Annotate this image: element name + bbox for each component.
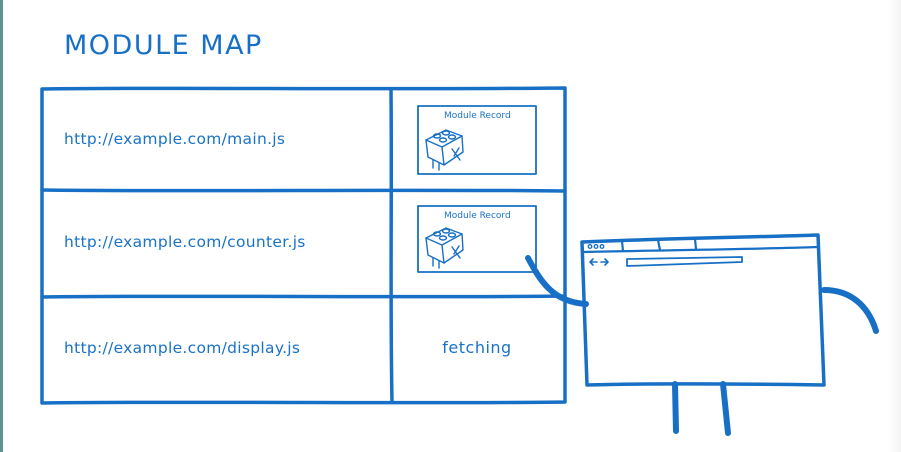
table-column-divider [389,87,394,404]
fetching-status: fetching [442,338,512,357]
browser-right-arm [821,287,879,334]
left-edge-border [0,0,3,452]
lego-brick-icon [425,129,464,171]
module-record-card-1 [417,105,537,175]
browser-left-arm [525,255,589,307]
right-edge-shadow [887,0,901,452]
browser-character [525,233,879,436]
back-arrow-icon [589,258,598,266]
diagram-title: MODULE MAP [64,30,263,61]
table-row-divider-1 [40,188,567,193]
forward-arrow-icon [600,258,609,266]
module-record-frame [417,205,537,273]
module-record-card-2 [417,205,537,273]
module-url-display: http://example.com/display.js [64,339,301,357]
browser-tab-strip [581,237,821,254]
module-record-label-2: Module Record [444,211,511,221]
module-url-counter: http://example.com/counter.js [64,233,306,251]
browser-leg-left [672,381,679,434]
table-outer-border [40,86,567,405]
browser-leg-right [720,381,731,436]
module-record-frame [417,105,537,175]
browser-window-frame [580,233,826,387]
address-bar [626,256,743,267]
module-map-table [40,86,567,405]
module-record-label-1: Module Record [444,111,511,121]
window-dots-icon [587,244,605,249]
table-row-divider-2 [40,294,567,299]
module-url-main: http://example.com/main.js [64,130,286,148]
lego-brick-icon [425,227,464,269]
